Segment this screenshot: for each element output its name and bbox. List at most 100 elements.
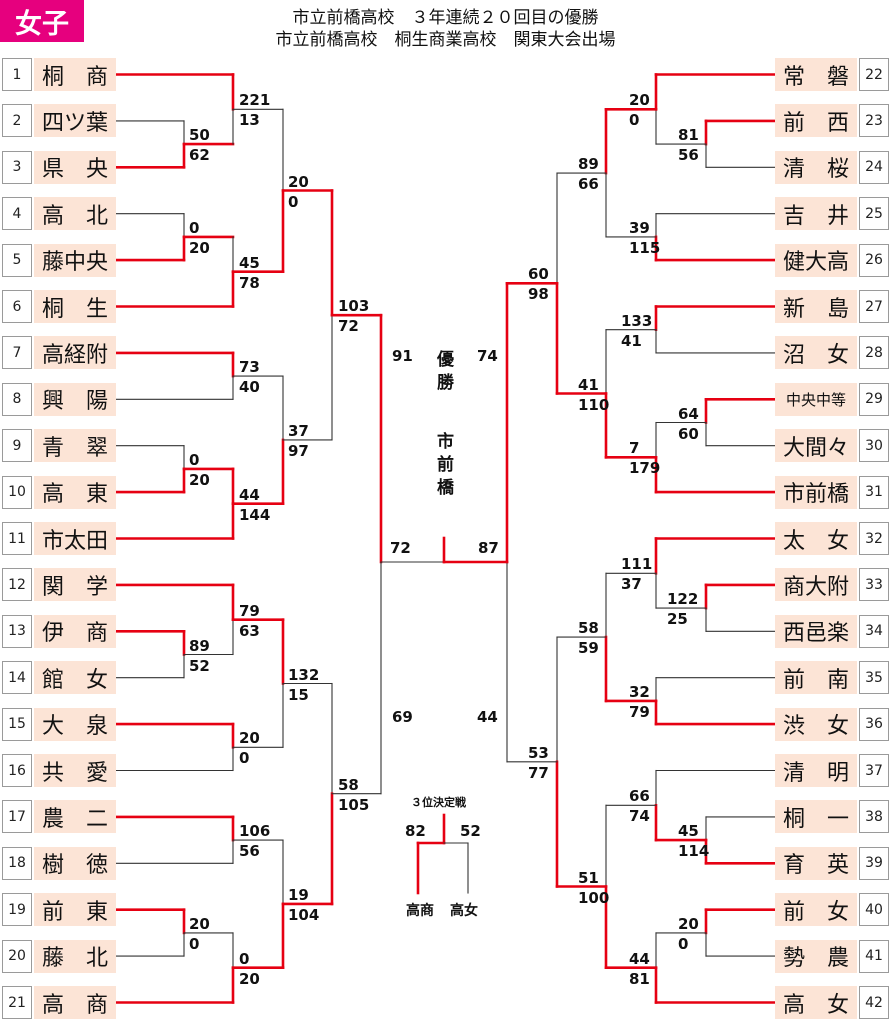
champion-label: 優勝 — [433, 350, 453, 396]
score-l_r2b-top: 37 — [288, 421, 309, 440]
score-third-right: 52 — [460, 822, 481, 840]
score-r_23_24-top: 81 — [678, 126, 699, 145]
score-r_32-bot: 37 — [621, 575, 642, 594]
right-team-number: 40 — [859, 893, 889, 927]
score-l_12-bot: 63 — [239, 621, 260, 640]
score-left-sf-bot: 69 — [392, 708, 413, 726]
score-r_25_26-top: 39 — [629, 218, 650, 237]
right-team-name: 高 女 — [775, 986, 857, 1019]
score-r_23_24-bot: 56 — [678, 146, 699, 165]
left-team-number: 11 — [2, 522, 32, 555]
score-l_r2c-bot: 15 — [288, 685, 309, 704]
left-team-name: 藤 北 — [34, 939, 116, 973]
right-team-name: 新 島 — [775, 290, 857, 323]
score-right-sf-top: 74 — [477, 347, 498, 365]
right-team-number: 25 — [859, 197, 889, 231]
left-team-number: 1 — [2, 58, 32, 91]
left-team-name: 農 二 — [34, 800, 116, 834]
left-team-number: 3 — [2, 150, 32, 184]
score-r_qf1-top: 60 — [528, 265, 549, 284]
left-team-name: 共 愛 — [34, 754, 116, 787]
score-l_13_14-bot: 52 — [189, 656, 210, 675]
score-r_35_36-bot: 79 — [629, 702, 650, 721]
score-l_2_3-bot: 62 — [189, 146, 210, 165]
left-team-number: 9 — [2, 429, 32, 463]
score-l_9_10-top: 0 — [189, 450, 200, 469]
score-l_7_8-top: 73 — [239, 358, 260, 377]
right-team-name: 清 桜 — [775, 150, 857, 184]
right-team-name: 吉 井 — [775, 197, 857, 231]
score-r_29_30-top: 64 — [678, 404, 699, 423]
left-team-name: 高 北 — [34, 197, 116, 231]
score-r_qf1-bot: 98 — [528, 285, 549, 304]
right-team-number: 28 — [859, 336, 889, 370]
score-l_qf2-top: 58 — [338, 775, 359, 794]
right-team-name: 大間々 — [775, 429, 857, 463]
score-l_11-bot: 144 — [239, 505, 271, 524]
left-team-name: 前 東 — [34, 893, 116, 927]
left-team-number: 21 — [2, 986, 32, 1019]
score-r_r2a-top: 89 — [578, 155, 599, 174]
title-line-2: 市立前橋高校 桐生商業高校 関東大会出場 — [275, 30, 616, 50]
right-team-number: 42 — [859, 986, 889, 1019]
score-l_19_20-top: 20 — [189, 914, 210, 933]
right-team-name: 健大高 — [775, 243, 857, 277]
score-r_r2c-bot: 59 — [578, 639, 599, 658]
right-team-name: 太 女 — [775, 522, 857, 555]
right-team-number: 31 — [859, 475, 889, 509]
score-l_17_18-top: 106 — [239, 822, 271, 841]
score-r_38_39-bot: 114 — [678, 842, 710, 861]
score-l_21-top: 0 — [239, 949, 250, 968]
left-team-number: 17 — [2, 800, 32, 834]
right-team-name: 勢 農 — [775, 939, 857, 973]
category-badge: 女子 — [0, 0, 84, 42]
right-team-number: 29 — [859, 382, 889, 416]
score-final-right: 87 — [478, 539, 499, 557]
score-l_6-top: 45 — [239, 253, 260, 272]
score-r_25_26-bot: 115 — [629, 238, 661, 257]
right-team-number: 35 — [859, 661, 889, 695]
right-team-number: 37 — [859, 754, 889, 787]
third-place-team-right: 高女 — [450, 903, 478, 919]
left-team-name: 高経附 — [34, 336, 116, 370]
left-team-number: 10 — [2, 475, 32, 509]
score-l_r2d-top: 19 — [288, 885, 309, 904]
right-team-number: 41 — [859, 939, 889, 973]
score-l_15_16-top: 20 — [239, 729, 260, 748]
left-team-name: 四ツ葉 — [34, 104, 116, 138]
score-r_qf2-bot: 77 — [528, 763, 549, 782]
right-team-number: 23 — [859, 104, 889, 138]
score-r_40_41-bot: 0 — [678, 934, 689, 953]
left-team-number: 12 — [2, 568, 32, 602]
score-r_32-top: 111 — [621, 555, 653, 574]
score-l_21-bot: 20 — [239, 969, 260, 988]
left-team-number: 5 — [2, 243, 32, 277]
right-team-name: 渋 女 — [775, 707, 857, 741]
score-l_6-bot: 78 — [239, 273, 260, 292]
left-team-number: 18 — [2, 846, 32, 880]
score-r_r2a-bot: 66 — [578, 175, 599, 194]
score-third-left: 82 — [405, 822, 426, 840]
left-team-name: 県 央 — [34, 150, 116, 184]
left-team-number: 2 — [2, 104, 32, 138]
score-r_qf2-top: 53 — [528, 743, 549, 762]
right-team-name: 清 明 — [775, 754, 857, 787]
score-r_22-top: 20 — [629, 91, 650, 110]
score-l_r2d-bot: 104 — [288, 905, 320, 924]
third-place-label: ３位決定戦 — [411, 796, 466, 809]
score-r_r2d-bot: 100 — [578, 888, 610, 907]
score-r_42-bot: 81 — [629, 969, 650, 988]
score-r_22-bot: 0 — [629, 111, 640, 130]
score-l_11-top: 44 — [239, 485, 260, 504]
score-l_17_18-bot: 56 — [239, 842, 260, 861]
left-team-number: 7 — [2, 336, 32, 370]
score-l_qf2-bot: 105 — [338, 795, 370, 814]
right-team-name: 前 女 — [775, 893, 857, 927]
score-r_37-top: 66 — [629, 787, 650, 806]
score-r_35_36-top: 32 — [629, 682, 650, 701]
score-l_4_5-top: 0 — [189, 218, 200, 237]
champion-name: 市前橋 — [433, 432, 453, 501]
right-team-number: 39 — [859, 846, 889, 880]
right-team-number: 26 — [859, 243, 889, 277]
right-team-name: 商大附 — [775, 568, 857, 602]
